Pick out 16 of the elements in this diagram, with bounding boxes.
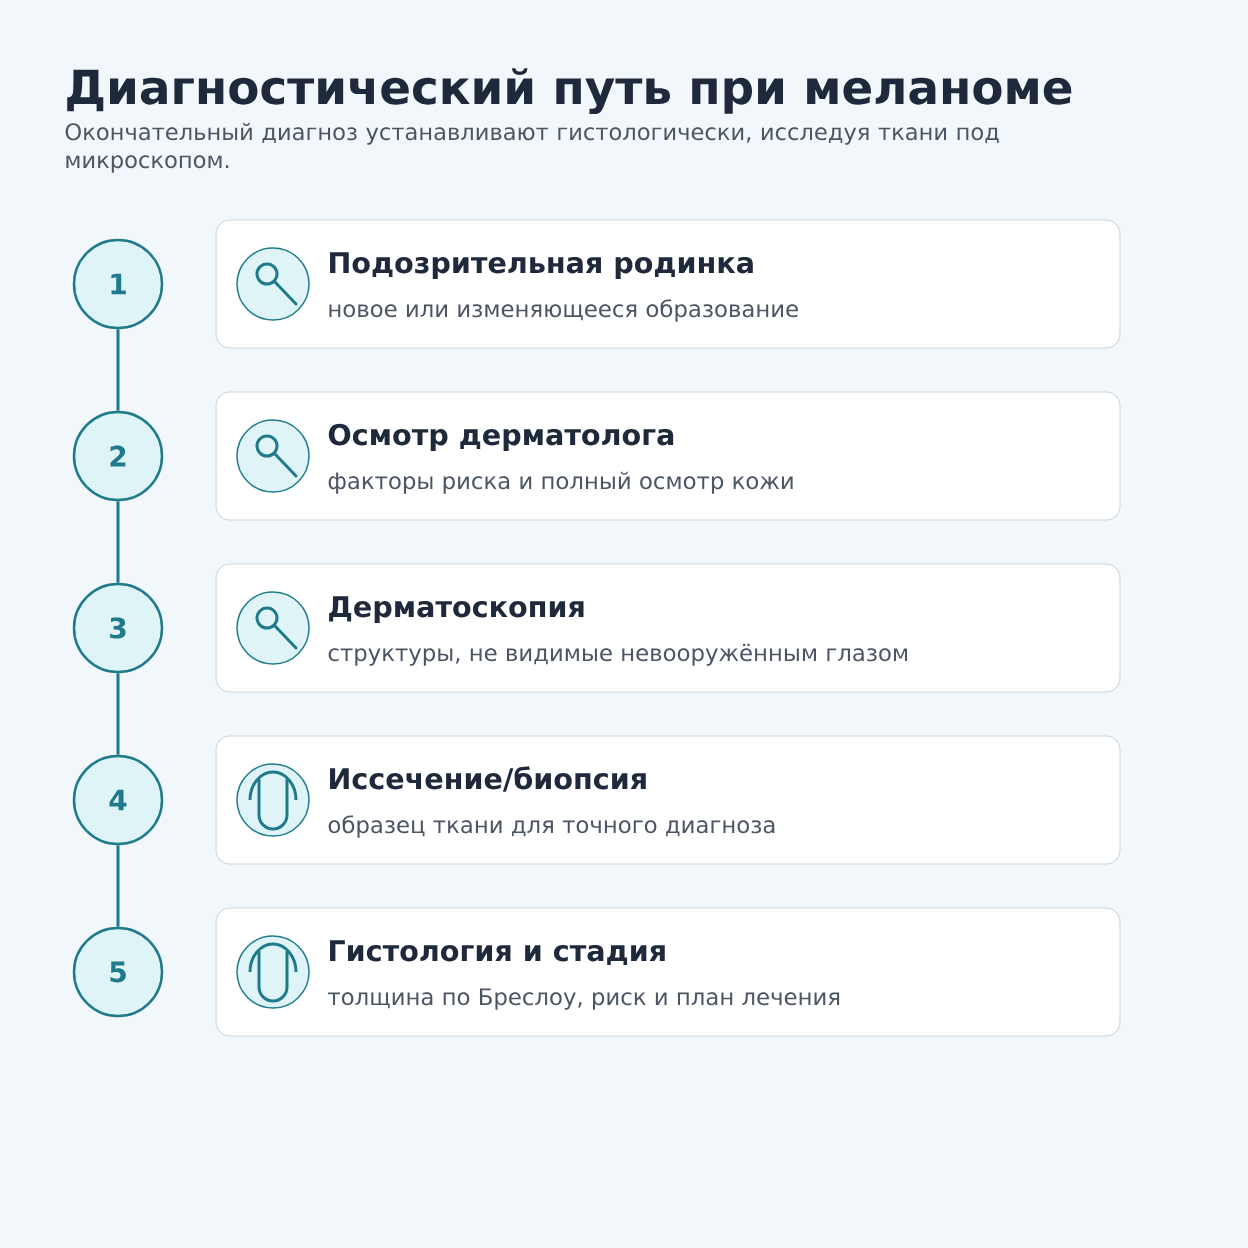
subtitle: Окончательный диагноз устанавливают гистологически, исследуя ткани под микроскопом.: [65, 122, 999, 173]
step-description: новое или изменяющееся образование: [329, 299, 798, 322]
step-title: Дерматоскопия: [329, 596, 584, 623]
step-title: Гистология и стадия: [330, 940, 665, 965]
connector-line: [116, 329, 120, 411]
step-title: Осмотр дерматолога: [328, 423, 674, 451]
step-description: факторы риска и полный осмотр кожи: [328, 471, 793, 494]
title: Диагностический путь при меланоме: [67, 68, 1072, 115]
step-title: Иссечение/биопсия: [330, 766, 646, 792]
step-description: толщина по Бреслоу, риск и план лечения: [328, 988, 840, 1010]
step-description: структуры, не видимые невооружённым глазом: [328, 643, 908, 666]
step-description: образец ткани для точного диагноза: [328, 815, 775, 838]
step-title: Подозрительная родинка: [330, 252, 753, 279]
connector-line: [116, 673, 120, 755]
connector-line: [116, 845, 120, 927]
connector-line: [116, 501, 120, 583]
